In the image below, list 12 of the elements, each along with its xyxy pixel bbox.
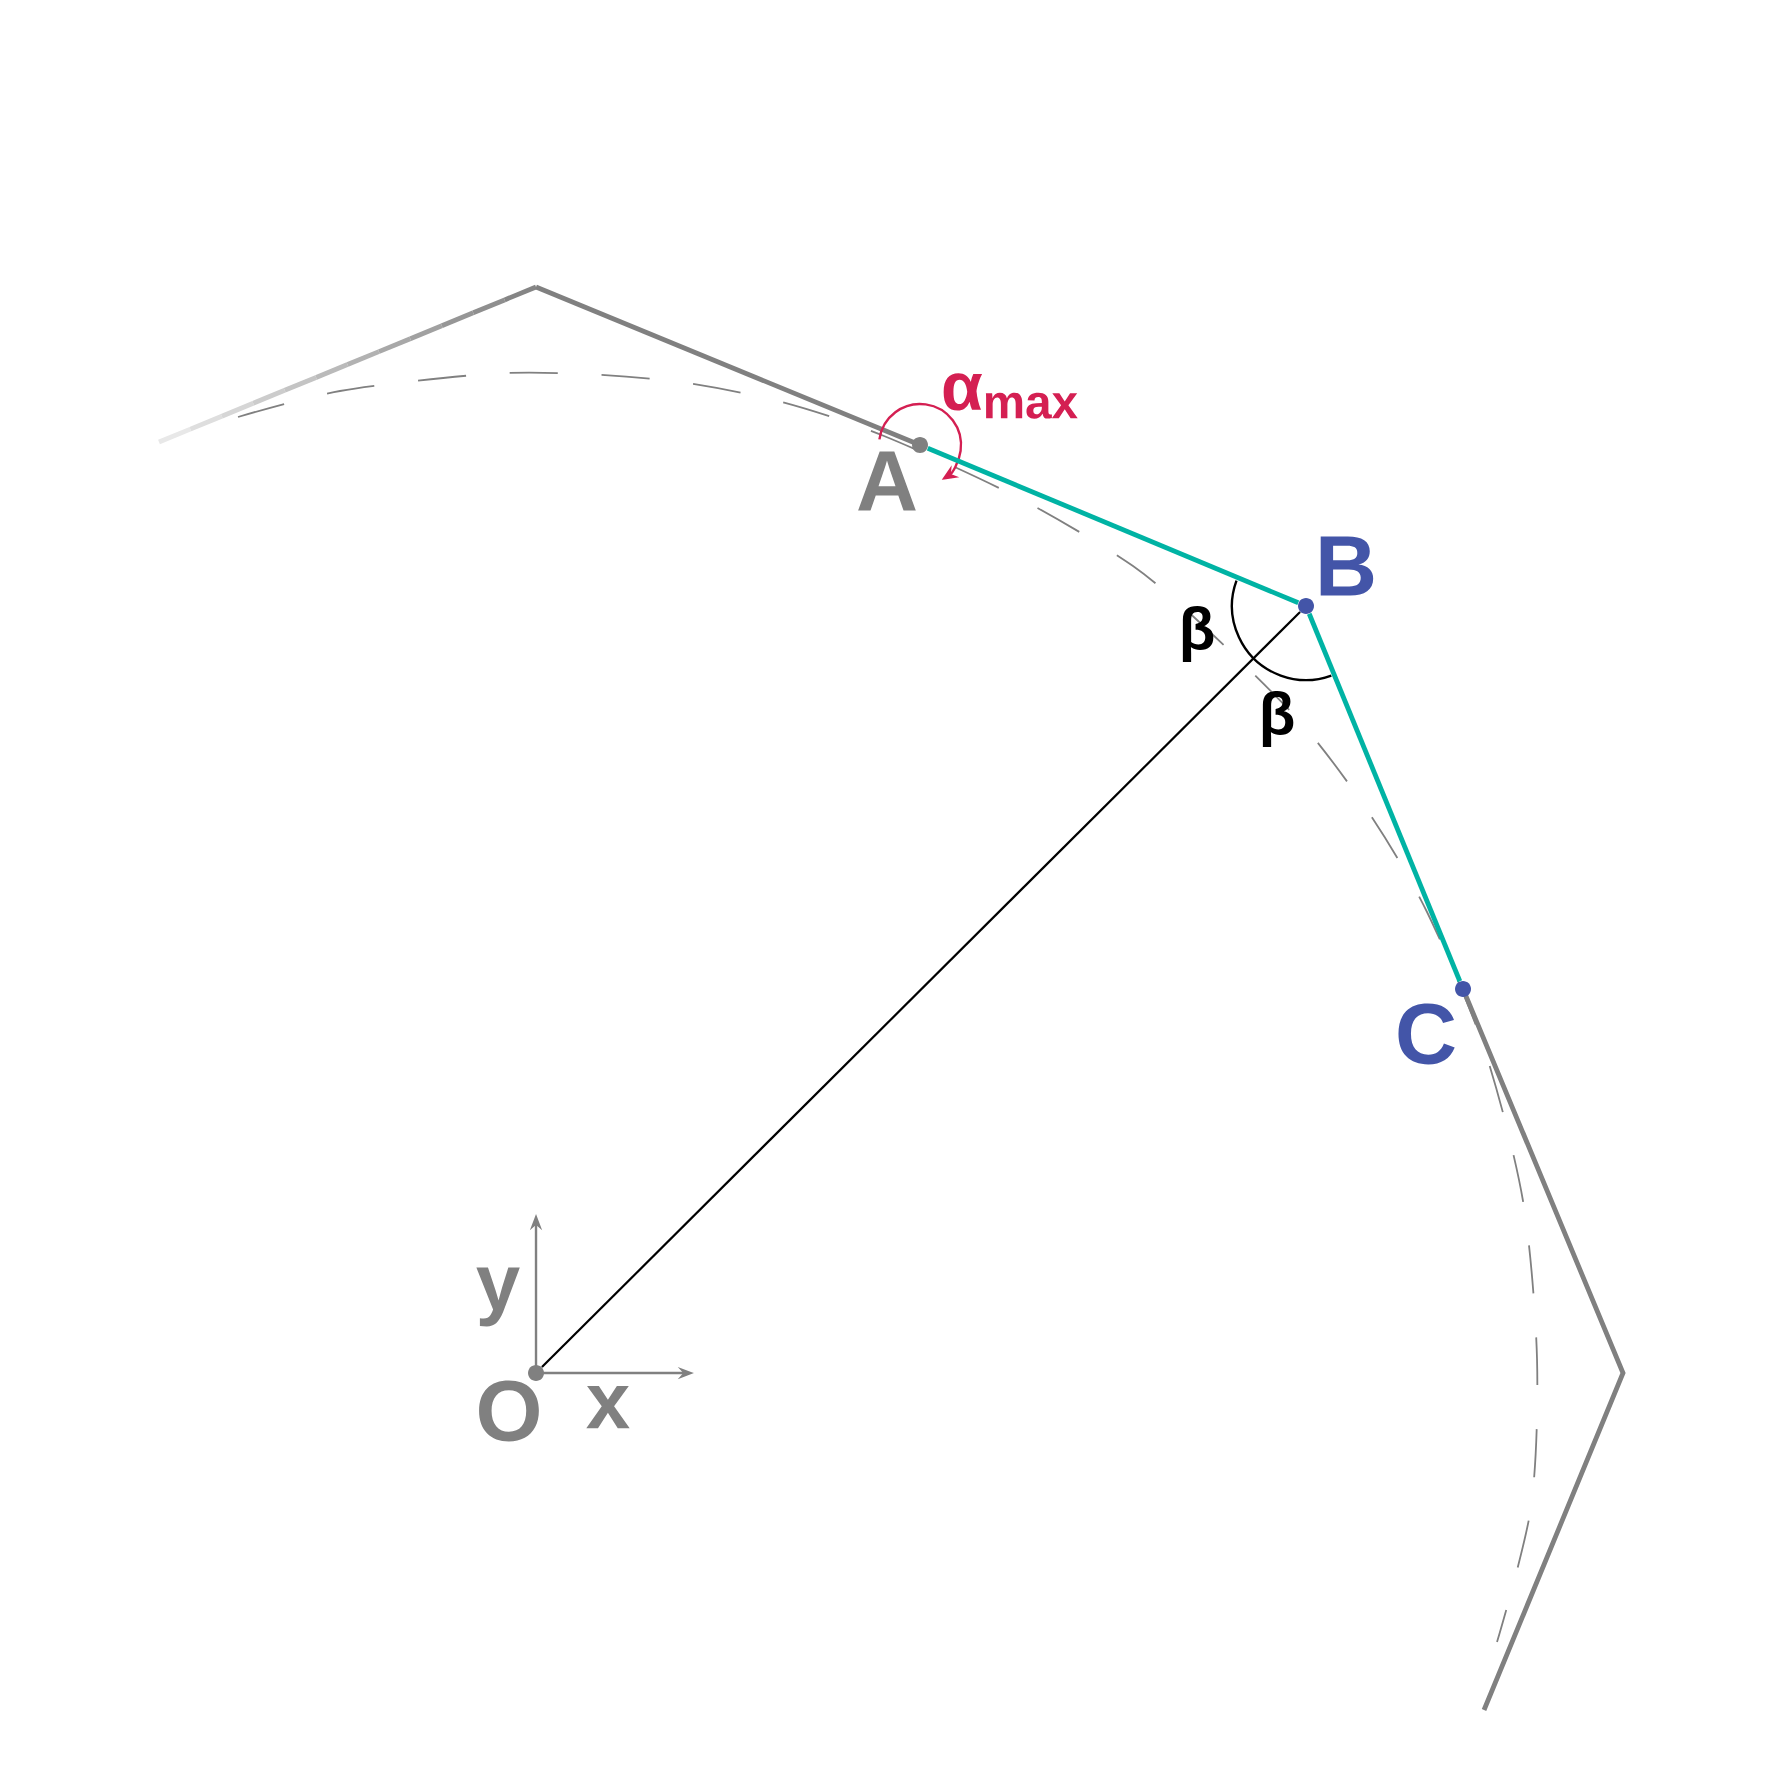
node-label: C xyxy=(1398,1003,1455,1065)
line-segment xyxy=(1307,612,1463,983)
angle-label: β xyxy=(1182,606,1214,662)
node-label: A xyxy=(858,451,916,511)
node-label: O xyxy=(479,1380,539,1442)
line-segment xyxy=(926,446,1300,605)
line-segment xyxy=(541,611,1301,1368)
alpha-label: α$_{max}$ xyxy=(943,373,1078,419)
axis-label: x xyxy=(586,1385,630,1429)
node-label: B xyxy=(1320,536,1374,596)
angle-label: β xyxy=(1262,691,1294,747)
axis-label: y xyxy=(476,1267,520,1327)
